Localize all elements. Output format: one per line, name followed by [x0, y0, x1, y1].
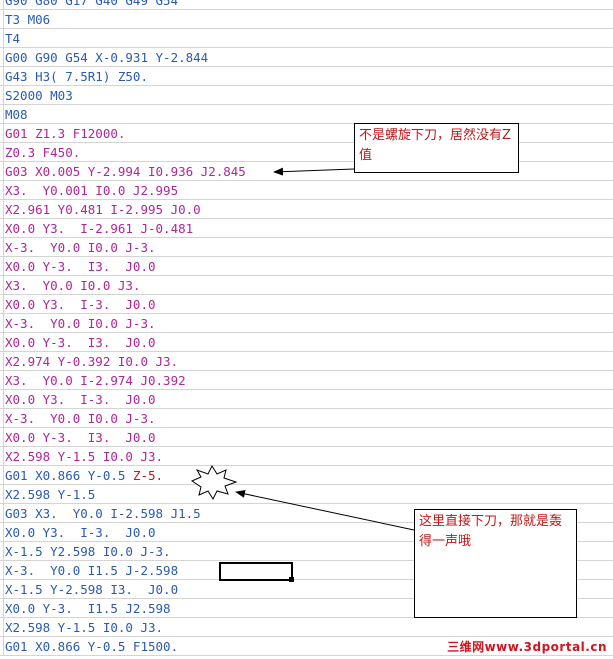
table-row[interactable]: G03 X0.005 Y-2.994 I0.936 J2.845	[0, 162, 613, 181]
table-row[interactable]: X0.0 Y3. I-3. J0.0	[0, 295, 613, 314]
table-row[interactable]: G01 Z1.3 F12000.	[0, 124, 613, 143]
table-row[interactable]: X0.0 Y-3. I1.5 J2.598	[0, 599, 613, 618]
cell-text: X3. Y0.001 I0.0 J2.995	[5, 183, 179, 198]
table-row[interactable]: X-1.5 Y-2.598 I3. J0.0	[0, 580, 613, 599]
table-row[interactable]: X0.0 Y3. I-3. J0.0	[0, 523, 613, 542]
table-row[interactable]: T4	[0, 29, 613, 48]
cell-text: X0.0 Y3. I-2.961 J-0.481	[5, 221, 194, 236]
cell-text: X2.974 Y-0.392 I0.0 J3.	[5, 354, 179, 369]
cell-text: X2.598 Y-1.5	[5, 487, 96, 502]
cell-text: X0.0 Y-3. I3. J0.0	[5, 335, 156, 350]
cell-text: X2.961 Y0.481 I-2.995 J0.0	[5, 202, 201, 217]
cell-text-highlight: Z-5.	[132, 468, 164, 483]
table-row[interactable]: G01 X0.866 Y-0.5 Z-5.	[0, 466, 613, 485]
cell-text: G03 X3. Y0.0 I-2.598 J1.5	[5, 506, 201, 521]
cell-text: X0.0 Y-3. I3. J0.0	[5, 259, 156, 274]
cell-text: G00 G90 G54 X-0.931 Y-2.844	[5, 50, 209, 65]
table-row[interactable]: G03 X3. Y0.0 I-2.598 J1.5	[0, 504, 613, 523]
table-row[interactable]: X0.0 Y-3. I3. J0.0	[0, 257, 613, 276]
cell-text: X0.0 Y-3. I1.5 J2.598	[5, 601, 171, 616]
table-row[interactable]: X-3. Y0.0 I0.0 J-3.	[0, 409, 613, 428]
table-row[interactable]: X2.961 Y0.481 I-2.995 J0.0	[0, 200, 613, 219]
cell-text: X-3. Y0.0 I0.0 J-3.	[5, 240, 156, 255]
table-row[interactable]: S2000 M03	[0, 86, 613, 105]
callout-note-plunge-text: 这里直接下刀，那就是轰得一声哦	[419, 514, 563, 549]
table-row[interactable]: G00 G90 G54 X-0.931 Y-2.844	[0, 48, 613, 67]
cell-text: X2.598 Y-1.5 I0.0 J3.	[5, 620, 164, 635]
cell-text: T4	[5, 31, 21, 46]
callout-note-plunge[interactable]: 这里直接下刀，那就是轰得一声哦	[414, 509, 577, 618]
table-row[interactable]: X-3. Y0.0 I0.0 J-3.	[0, 314, 613, 333]
callout-note-spiral-text: 不是螺旋下刀，居然没有Z值	[359, 128, 511, 163]
table-row[interactable]: M08	[0, 105, 613, 124]
cell-text: T3 M06	[5, 12, 51, 27]
callout-note-spiral[interactable]: 不是螺旋下刀，居然没有Z值	[354, 123, 519, 173]
table-row[interactable]: X3. Y0.0 I0.0 J3.	[0, 276, 613, 295]
table-row[interactable]: X2.598 Y-1.5	[0, 485, 613, 504]
watermark: 三维网www.3dportal.cn	[447, 640, 607, 654]
cell-text: X0.0 Y3. I-3. J0.0	[5, 525, 156, 540]
cell-text: Z0.3 F450.	[5, 145, 81, 160]
cell-text: G01 Z1.3 F12000.	[5, 126, 126, 141]
table-row[interactable]: X2.598 Y-1.5 I0.0 J3.	[0, 447, 613, 466]
table-row[interactable]: X0.0 Y3. I-3. J0.0	[0, 390, 613, 409]
cell-text: X-1.5 Y2.598 I0.0 J-3.	[5, 544, 171, 559]
cell-text-part: G01 X0.866 Y-0.5	[5, 468, 133, 483]
cell-text: X-3. Y0.0 I0.0 J-3.	[5, 316, 156, 331]
cell-text: M08	[5, 107, 28, 122]
cell-text: X-3. Y0.0 I0.0 J-3.	[5, 411, 156, 426]
cell-text: X2.598 Y-1.5 I0.0 J3.	[5, 449, 164, 464]
table-row[interactable]: X0.0 Y3. I-2.961 J-0.481	[0, 219, 613, 238]
burst-mark	[190, 464, 238, 501]
table-row[interactable]: T3 M06	[0, 10, 613, 29]
table-row[interactable]: Z0.3 F450.	[0, 143, 613, 162]
table-row[interactable]: X-3. Y0.0 I1.5 J-2.598	[0, 561, 613, 580]
cell-text: X3. Y0.0 I0.0 J3.	[5, 278, 141, 293]
cell-text: G43 H3( 7.5R1) Z50.	[5, 69, 148, 84]
arrow-note2	[235, 489, 415, 531]
table-row[interactable]: G43 H3( 7.5R1) Z50.	[0, 67, 613, 86]
cell-text: S2000 M03	[5, 88, 73, 103]
table-row[interactable]: X0.0 Y-3. I3. J0.0	[0, 428, 613, 447]
table-row[interactable]: X2.974 Y-0.392 I0.0 J3.	[0, 352, 613, 371]
cell-text: X-1.5 Y-2.598 I3. J0.0	[5, 582, 179, 597]
table-row[interactable]: G01 X0.866 Y-0.5 F1500.	[0, 637, 613, 656]
table-row[interactable]: X3. Y0.0 I-2.974 J0.392	[0, 371, 613, 390]
cell-text: G03 X0.005 Y-2.994 I0.936 J2.845	[5, 164, 246, 179]
cell-text: G01 X0.866 Y-0.5 F1500.	[5, 639, 179, 654]
table-row[interactable]: X0.0 Y-3. I3. J0.0	[0, 333, 613, 352]
table-row[interactable]: G90 G80 G17 G40 G49 G54	[0, 0, 613, 10]
cell-text: X0.0 Y3. I-3. J0.0	[5, 297, 156, 312]
arrow-note1	[273, 167, 355, 176]
fill-handle[interactable]	[289, 577, 294, 582]
selected-cell[interactable]	[219, 562, 294, 582]
table-row[interactable]: X3. Y0.001 I0.0 J2.995	[0, 181, 613, 200]
cell-text: X0.0 Y-3. I3. J0.0	[5, 430, 156, 445]
cell-text: X0.0 Y3. I-3. J0.0	[5, 392, 156, 407]
cell-text: X-3. Y0.0 I1.5 J-2.598	[5, 563, 179, 578]
cell-text: X3. Y0.0 I-2.974 J0.392	[5, 373, 186, 388]
table-row[interactable]: X-1.5 Y2.598 I0.0 J-3.	[0, 542, 613, 561]
table-row[interactable]: X-3. Y0.0 I0.0 J-3.	[0, 238, 613, 257]
table-row[interactable]: X2.598 Y-1.5 I0.0 J3.	[0, 618, 613, 637]
cell-text: G01 X0.866 Y-0.5 Z-5.	[5, 468, 163, 483]
cell-text: G90 G80 G17 G40 G49 G54	[5, 0, 179, 8]
